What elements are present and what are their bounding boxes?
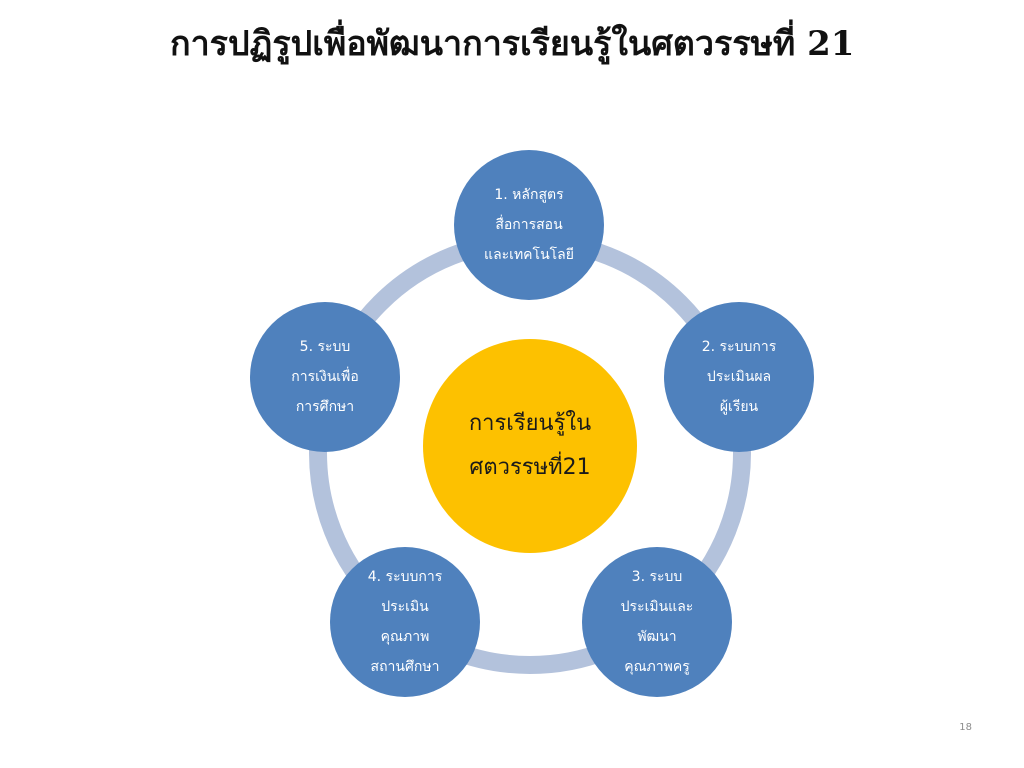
node-teacher-quality-label: 3. ระบบ ประเมินและ พัฒนา คุณภาพครู xyxy=(620,569,694,675)
node-teacher-quality: 3. ระบบ ประเมินและ พัฒนา คุณภาพครู xyxy=(582,547,732,697)
node-curriculum-label: 1. หลักสูตร สื่อการสอน และเทคโนโลยี xyxy=(484,187,574,263)
node-curriculum: 1. หลักสูตร สื่อการสอน และเทคโนโลยี xyxy=(454,150,604,300)
node-school-quality: 4. ระบบการ ประเมิน คุณภาพ สถานศึกษา xyxy=(330,547,480,697)
slide-title: การปฏิรูปเพื่อพัฒนาการเรียนรู้ในศตวรรษที… xyxy=(170,24,855,64)
node-learner-assessment-label: 2. ระบบการ ประเมินผล ผู้เรียน xyxy=(701,339,777,415)
page-number: 18 xyxy=(959,722,972,733)
node-learner-assessment: 2. ระบบการ ประเมินผล ผู้เรียน xyxy=(664,302,814,452)
node-education-finance-label: 5. ระบบ การเงินเพื่อ การศึกษา xyxy=(291,339,359,415)
center-label: การเรียนรู้ใน ศตวรรษที่21 xyxy=(468,411,592,480)
node-school-quality-label: 4. ระบบการ ประเมิน คุณภาพ สถานศึกษา xyxy=(367,569,443,675)
center-circle: การเรียนรู้ใน ศตวรรษที่21 xyxy=(423,339,637,553)
node-education-finance: 5. ระบบ การเงินเพื่อ การศึกษา xyxy=(250,302,400,452)
